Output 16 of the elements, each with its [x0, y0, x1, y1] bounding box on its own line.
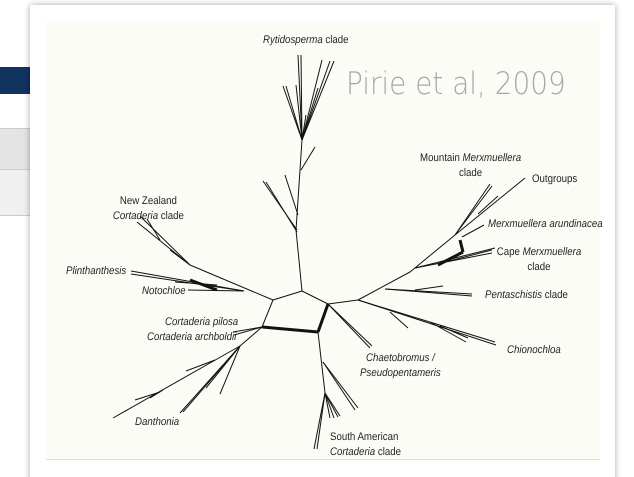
clade-label: Cape Merxmuellera clade — [496, 245, 582, 275]
clade-label: Mountain Merxmuellera clade — [420, 151, 522, 181]
clade-label: Merxmuellera arundinacea — [488, 217, 603, 232]
label: Rytidosperma clade — [263, 33, 349, 48]
taxon-label: Notochloe — [142, 284, 186, 299]
citation: Pirie et al, 2009 — [346, 66, 566, 102]
clade-label: Pentaschistis clade — [485, 288, 568, 303]
clade-label: Outgroups — [532, 172, 578, 187]
taxon-label: Danthonia — [135, 415, 180, 430]
taxon-label: Cortaderia archboldii — [147, 330, 236, 345]
clade-label: South American Cortaderia clade — [330, 430, 402, 460]
taxon-label: Cortaderia pilosa — [165, 315, 238, 330]
taxon-label: Chionochloa — [507, 343, 561, 358]
clade-label: New Zealand Cortaderia clade — [112, 194, 185, 224]
taxon-label: Plinthanthesis — [66, 264, 126, 279]
taxon-label: Chaetobromus / Pseudopentameris — [359, 351, 442, 381]
